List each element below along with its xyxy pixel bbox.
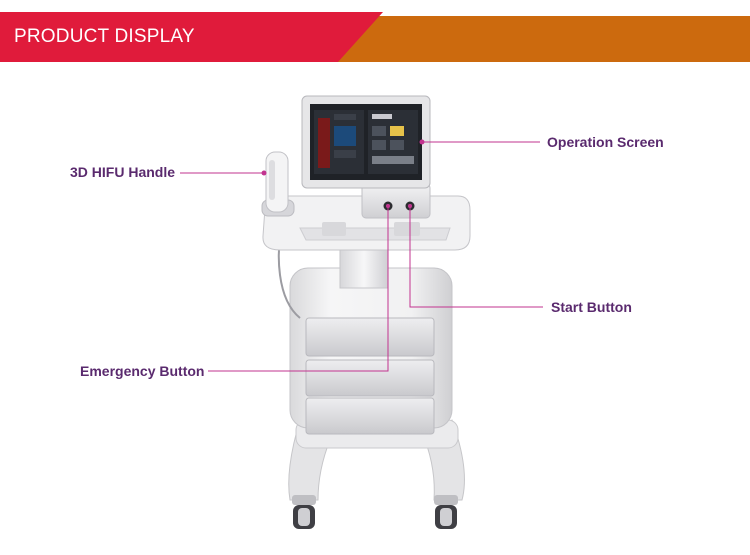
drawers [305,317,435,435]
callout-dots [261,139,425,208]
callout-emergency-button: Emergency Button [80,363,205,379]
banner [0,12,750,62]
caster-wheel-icon [292,495,316,529]
callout-start-button: Start Button [551,299,632,315]
callout-hifu-handle: 3D HIFU Handle [70,164,176,180]
caster-wheel-icon [434,495,458,529]
control-box [361,183,431,219]
callout-lines [180,141,543,372]
touch-screen-icon [301,95,431,189]
banner-orange-band [320,16,750,62]
hifu-handle-icon [261,151,295,217]
banner-title: PRODUCT DISPLAY [14,26,195,47]
callout-operation-screen: Operation Screen [547,134,664,150]
banner-red-band [0,12,383,62]
